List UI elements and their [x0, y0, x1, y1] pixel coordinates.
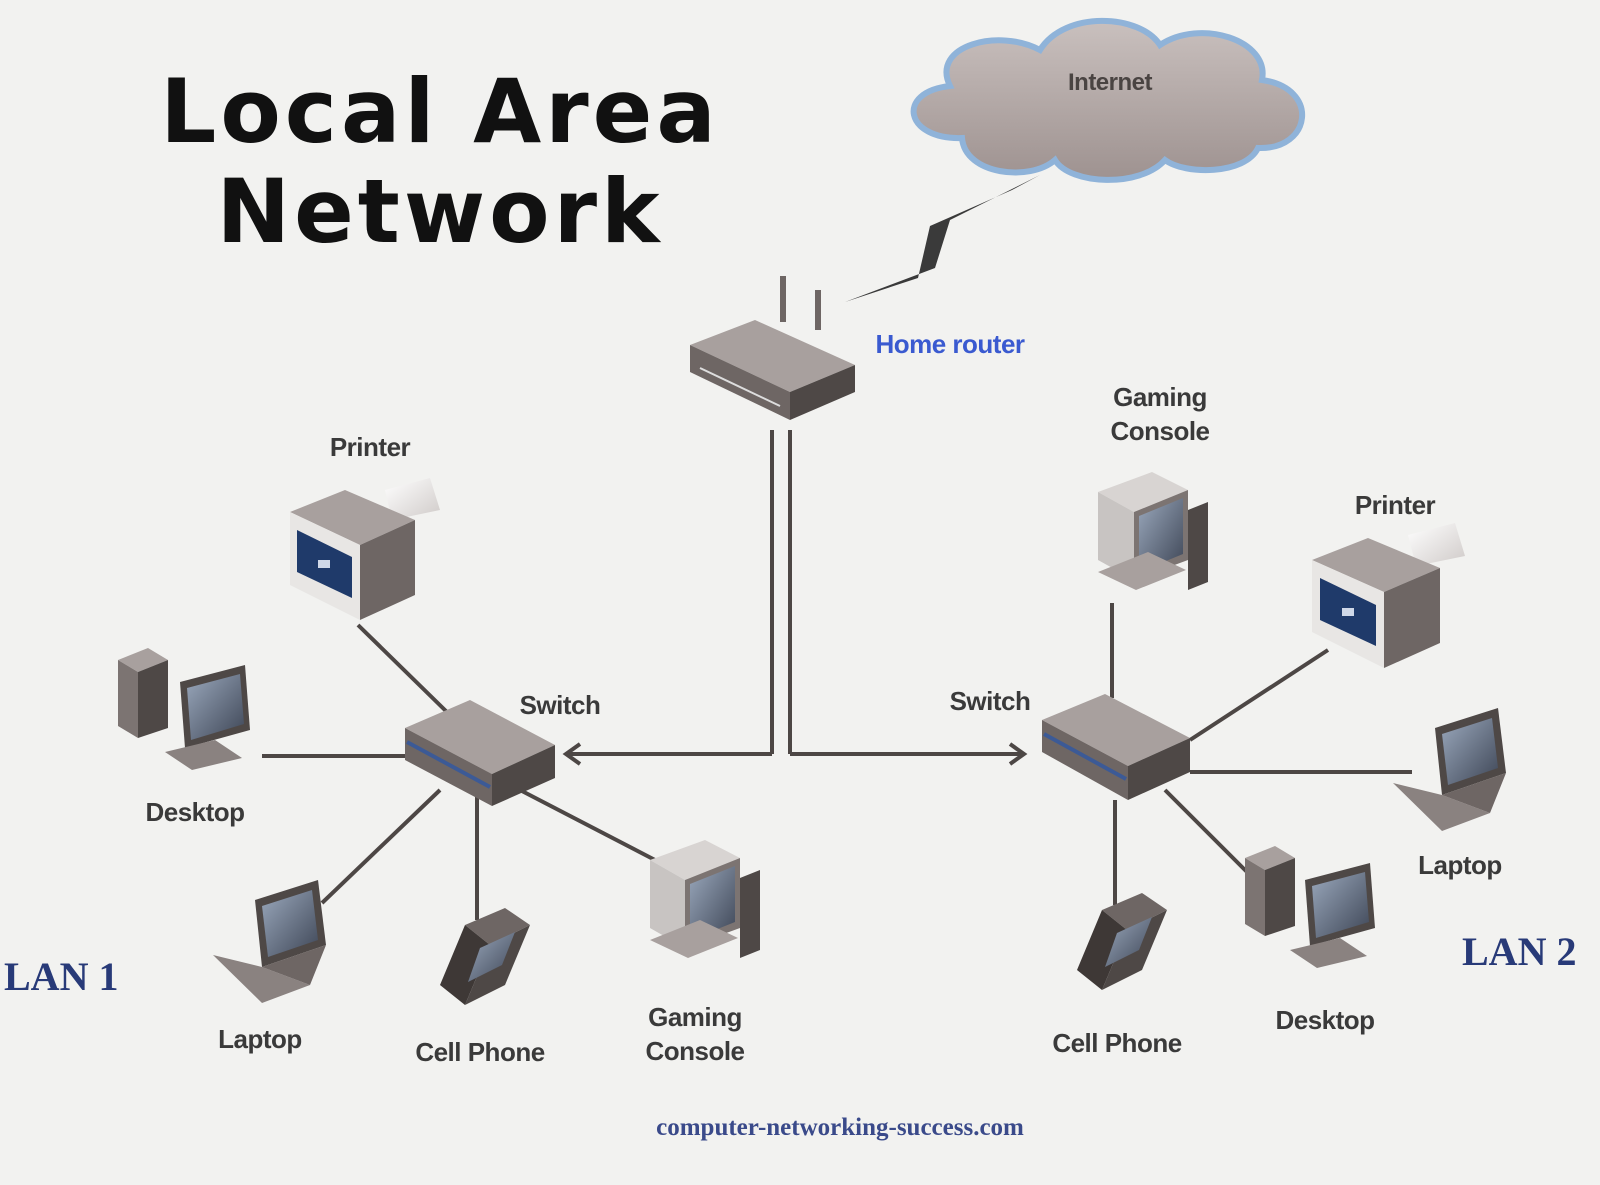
- lan2-switch-label: Switch: [949, 686, 1031, 716]
- lan2-cell-phone-label: Cell Phone: [1052, 1028, 1182, 1058]
- internet-label: Internet: [1067, 69, 1153, 96]
- lan2-desktop-icon: [1245, 846, 1375, 968]
- lan1-name: LAN 1: [4, 954, 119, 999]
- lan2-printer-icon: [1312, 523, 1465, 668]
- arrowhead-lan2: [1008, 742, 1028, 766]
- lan1-printer-label: Printer: [329, 432, 411, 462]
- links: [262, 430, 1412, 920]
- lan2-gaming-console-label-line-2: Console: [1110, 416, 1210, 446]
- lan1-laptop-label: Laptop: [218, 1024, 302, 1054]
- lan2-laptop-icon: [1393, 708, 1506, 831]
- lan2-switch-icon: [1042, 694, 1190, 800]
- internet-cloud-icon: [910, 18, 1305, 183]
- lan1-switch-label: Switch: [519, 690, 601, 720]
- router-label: Home router: [875, 329, 1025, 359]
- lan2-printer-label: Printer: [1354, 490, 1436, 520]
- title-line-2: Network: [216, 160, 664, 263]
- lan2-gaming-console-icon: [1098, 472, 1208, 590]
- lan2-desktop-label: Desktop: [1275, 1005, 1375, 1035]
- link-lan1-printer: [356, 623, 452, 717]
- lan2-gaming-console-label-line-1: Gaming: [1113, 382, 1207, 412]
- link-lan1-console: [519, 788, 656, 862]
- lan1-cell-phone-label: Cell Phone: [415, 1037, 545, 1067]
- source-credit: computer-networking-success.com: [656, 1114, 1024, 1141]
- lan2-laptop-label: Laptop: [1418, 850, 1502, 880]
- lan1-gaming-console-label-line-2: Console: [645, 1036, 745, 1066]
- lan1-gaming-console-label: Gaming Console: [625, 1000, 765, 1068]
- link-lan1-laptop: [320, 788, 442, 905]
- lan1-laptop-icon: [213, 880, 326, 1003]
- lan1-switch-icon: [405, 700, 555, 806]
- lan2-name: LAN 2: [1462, 929, 1577, 974]
- wireless-link-icon: [845, 175, 1040, 302]
- lan1-cell-phone-icon: [440, 908, 530, 1005]
- link-lan2-printer: [1188, 648, 1330, 742]
- lan1-printer-icon: [290, 478, 440, 620]
- lan1-gaming-console-icon: [650, 840, 760, 958]
- lan1-desktop-icon: [118, 648, 250, 770]
- lan1-gaming-console-label-line-1: Gaming: [648, 1002, 742, 1032]
- lan2-gaming-console-label: Gaming Console: [1090, 380, 1230, 448]
- title-line-1: Local Area: [160, 60, 720, 163]
- home-router-icon: [690, 276, 855, 420]
- link-lan2-desktop: [1163, 788, 1257, 882]
- lan1-desktop-label: Desktop: [145, 797, 245, 827]
- lan2-cell-phone-icon: [1077, 893, 1167, 990]
- diagram-title: Local Area Network: [100, 62, 780, 262]
- arrowhead-lan1: [562, 742, 582, 766]
